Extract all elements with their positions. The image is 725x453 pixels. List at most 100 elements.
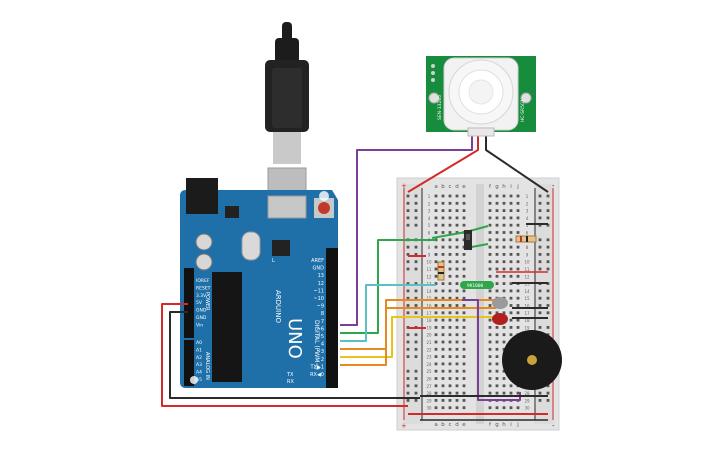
breadboard-hole [495, 391, 499, 395]
row-number: 29 [426, 398, 432, 403]
breadboard-hole [448, 369, 452, 373]
breadboard-hole [441, 194, 445, 198]
rail-hole [414, 399, 418, 402]
breadboard-hole [441, 311, 445, 315]
digital-pin-label: ~10 [313, 296, 324, 302]
rail-hole [538, 209, 542, 212]
breadboard-hole [455, 282, 459, 285]
breadboard-hole [441, 355, 445, 358]
breadboard-hole [488, 296, 492, 300]
breadboard-hole [455, 340, 459, 344]
breadboard-hole [516, 274, 520, 278]
breadboard-hole [509, 267, 513, 271]
row-number: 3 [428, 209, 431, 214]
column-letter: c [448, 422, 451, 428]
breadboard-hole [441, 296, 445, 300]
rail-hole [414, 347, 418, 351]
digital-pin-label: ~11 [313, 288, 324, 294]
digital-pin-label: GND [313, 266, 325, 272]
breadboard-hole [509, 274, 513, 278]
rail-hole [406, 216, 410, 220]
breadboard-hole [509, 223, 513, 227]
breadboard-hole [455, 399, 459, 402]
breadboard-hole [448, 333, 452, 337]
wire-orange-2 [340, 307, 496, 366]
row-number: 2 [428, 201, 431, 206]
rail-hole [406, 201, 410, 205]
power-pin-label: 5V [196, 300, 203, 306]
rail-hole [406, 260, 410, 264]
usb-cable [265, 22, 309, 217]
rail-hole [414, 304, 418, 307]
breadboard-hole [488, 406, 492, 410]
breadboard-hole [462, 194, 466, 198]
breadboard-hole [462, 267, 466, 271]
column-letter: c [448, 184, 451, 190]
breadboard-hole [509, 296, 513, 300]
rail-minus-top: - [552, 182, 555, 190]
breadboard-hole [516, 194, 520, 198]
breadboard-hole [502, 201, 506, 205]
breadboard-hole [495, 384, 499, 388]
rail-hole [414, 194, 418, 198]
usb-port [267, 195, 307, 219]
rail-hole [546, 216, 550, 220]
breadboard-hole [455, 223, 459, 227]
rail-hole [406, 282, 410, 285]
breadboard-hole [434, 347, 438, 351]
breadboard-hole [495, 326, 499, 329]
column-letter: b [441, 184, 445, 190]
breadboard-hole [516, 216, 520, 220]
breadboard-hole [502, 384, 506, 388]
row-number: 18 [524, 318, 530, 323]
breadboard-hole [462, 260, 466, 264]
breadboard-hole [462, 274, 466, 278]
breadboard-hole [441, 399, 445, 402]
breadboard-hole [488, 311, 492, 315]
rail-hole [546, 384, 550, 388]
row-number: 13 [524, 282, 530, 287]
row-number: 29 [524, 398, 530, 403]
rail-hole [546, 245, 550, 249]
breadboard-hole [495, 282, 499, 285]
rail-hole [538, 289, 542, 293]
breadboard-hole [516, 253, 520, 256]
row-number: 14 [524, 289, 530, 294]
row-number: 6 [526, 231, 529, 236]
breadboard-hole [462, 201, 466, 205]
breadboard-hole [448, 399, 452, 402]
breadboard-hole [488, 377, 492, 380]
breadboard-hole [502, 326, 506, 329]
breadboard-hole [488, 216, 492, 220]
breadboard-hole [488, 333, 492, 337]
breadboard-hole [516, 304, 520, 307]
rail-hole [546, 304, 550, 307]
reset-button[interactable] [318, 202, 330, 214]
breadboard-hole [455, 245, 459, 249]
column-letter: f [489, 422, 492, 428]
row-number: 20 [426, 333, 432, 338]
breadboard-hole [502, 194, 506, 198]
breadboard-hole [462, 318, 466, 322]
breadboard-hole [441, 362, 445, 366]
breadboard-hole [455, 391, 459, 395]
breadboard-hole [495, 347, 499, 351]
digital-pin-label: ~5 [317, 334, 324, 340]
breadboard-hole [495, 311, 499, 315]
breadboard-hole [441, 391, 445, 395]
wires [161, 132, 549, 421]
breadboard-hole [516, 201, 520, 205]
breadboard-hole [441, 347, 445, 351]
digital-pin-label: 7 [321, 319, 324, 325]
rail-hole [414, 289, 418, 293]
breadboard-hole [495, 245, 499, 249]
breadboard-hole [462, 399, 466, 402]
breadboard-hole [502, 209, 506, 212]
breadboard-hole [488, 355, 492, 358]
breadboard-hole [455, 384, 459, 388]
breadboard-hole [495, 194, 499, 198]
row-number: 4 [428, 216, 431, 221]
breadboard-hole [495, 238, 499, 242]
rail-hole [546, 201, 550, 205]
